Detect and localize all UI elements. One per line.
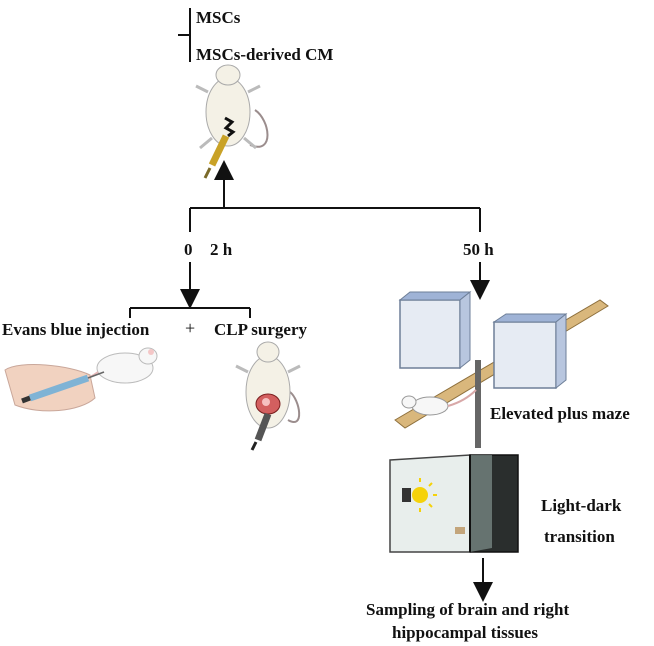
sampling-label-line2: hippocampal tissues — [392, 623, 538, 642]
ldt-label-line2: transition — [544, 527, 615, 546]
treatment-option-mscs: MSCs — [196, 8, 241, 27]
procedures-bracket — [129, 307, 251, 318]
timeline-bar — [189, 207, 481, 232]
treatment-bracket — [178, 8, 191, 62]
elevated-plus-maze-illustration — [394, 290, 609, 448]
evans-blue-injection-illustration — [4, 347, 158, 412]
time-label-50h: 50 h — [463, 240, 494, 259]
sampling-label-line1: Sampling of brain and right — [366, 600, 570, 619]
procedure-surgery-label: CLP surgery — [214, 320, 308, 339]
treated-mouse-illustration — [195, 64, 269, 179]
procedure-injection-label: Evans blue injection — [2, 320, 150, 339]
treatment-option-cm: MSCs-derived CM — [196, 45, 334, 64]
clp-surgery-mouse-illustration — [235, 341, 301, 451]
procedure-plus-sign: + — [185, 318, 196, 338]
epm-label: Elevated plus maze — [490, 404, 630, 423]
time-label-0: 0 — [184, 240, 193, 259]
ldt-label-line1: Light-dark — [541, 496, 622, 515]
light-dark-box-illustration — [389, 454, 519, 553]
time-label-2h: 2 h — [210, 240, 233, 259]
